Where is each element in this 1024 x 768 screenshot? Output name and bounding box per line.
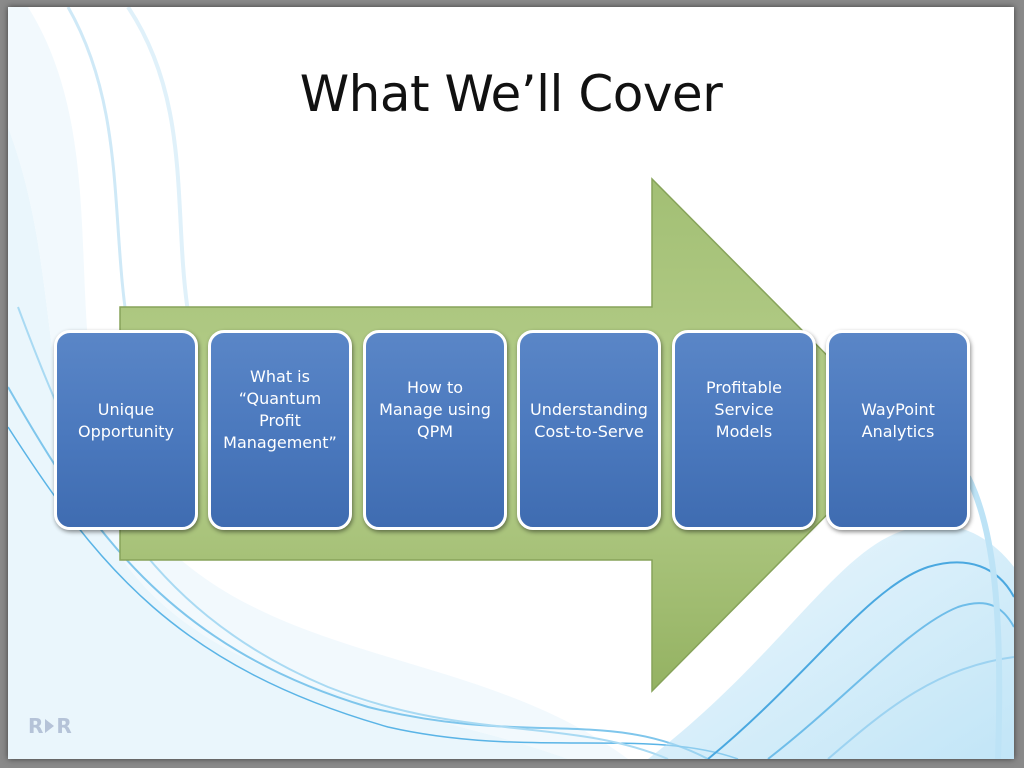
step-box-unique-opportunity[interactable]: Unique Opportunity	[54, 330, 198, 530]
step-label: Understanding Cost-to-Serve	[530, 400, 648, 441]
step-box-profitable-service-models[interactable]: Profitable Service Models	[672, 330, 816, 530]
slide: What We’ll Cover Unique Opportunity What…	[8, 7, 1014, 759]
logo-letter-left: R	[28, 714, 44, 738]
step-label: Unique Opportunity	[77, 400, 174, 441]
step-box-cost-to-serve[interactable]: Understanding Cost-to-Serve	[517, 330, 661, 530]
step-box-waypoint-analytics[interactable]: WayPoint Analytics	[826, 330, 970, 530]
logo-arrow-icon	[45, 719, 55, 733]
process-arrow	[119, 177, 908, 693]
page-title: What We’ll Cover	[299, 65, 723, 123]
step-label: What is “Quantum Profit Management”	[223, 367, 337, 452]
step-box-manage-using-qpm[interactable]: How to Manage using QPM	[363, 330, 507, 530]
step-box-quantum-profit-management[interactable]: What is “Quantum Profit Management”	[208, 330, 352, 530]
company-logo: R R	[28, 714, 72, 738]
logo-letter-right: R	[56, 714, 72, 738]
step-label: Profitable Service Models	[706, 378, 782, 441]
step-label: How to Manage using QPM	[379, 378, 491, 441]
step-label: WayPoint Analytics	[861, 400, 935, 441]
